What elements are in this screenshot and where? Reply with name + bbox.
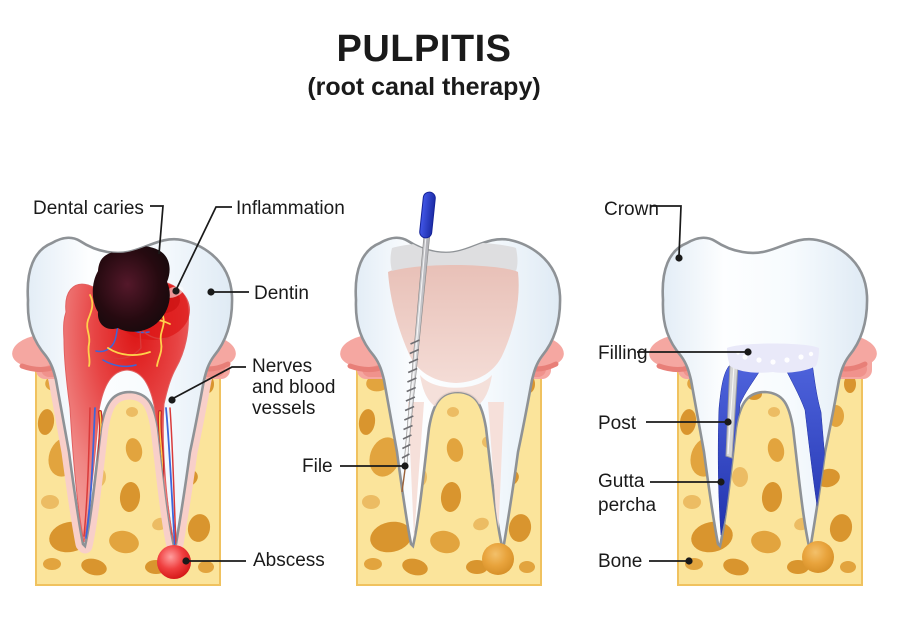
dental-caries-leader bbox=[150, 205, 164, 255]
crown-dot bbox=[675, 254, 683, 262]
inflammation-leader bbox=[175, 206, 232, 291]
label-dentin: Dentin bbox=[254, 283, 309, 304]
granuloma-ball bbox=[802, 541, 834, 573]
diagram-header: PULPITIS (root canal therapy) bbox=[0, 28, 848, 102]
page-subtitle: (root canal therapy) bbox=[307, 73, 541, 101]
label-filling: Filling bbox=[598, 343, 648, 364]
granuloma-ball bbox=[482, 543, 514, 575]
file-dot bbox=[401, 462, 409, 470]
filling bbox=[727, 343, 819, 373]
label-file: File bbox=[302, 456, 333, 477]
abscess-dot bbox=[182, 557, 190, 565]
label-nerves: Nerves and blood vessels bbox=[252, 356, 336, 419]
left-root-canal bbox=[408, 402, 424, 538]
dentin-dot bbox=[207, 288, 215, 296]
label-gutta-percha: Gutta percha bbox=[598, 471, 657, 516]
inflammation-dot bbox=[172, 287, 180, 295]
nerves-leader bbox=[171, 366, 246, 400]
filling-dot bbox=[744, 348, 752, 356]
file-highlight bbox=[405, 235, 427, 461]
leader-lines bbox=[150, 205, 752, 565]
post-highlight bbox=[727, 365, 735, 455]
file-serrations bbox=[401, 339, 420, 459]
post-dot bbox=[724, 418, 732, 426]
nerves-dot bbox=[168, 396, 176, 404]
crown-leader bbox=[651, 205, 682, 257]
label-abscess: Abscess bbox=[253, 550, 325, 571]
page-title: PULPITIS bbox=[336, 28, 512, 70]
label-bone: Bone bbox=[598, 551, 643, 572]
root-canal-cleaning-panel bbox=[340, 191, 564, 586]
diseased-tooth-panel bbox=[12, 236, 236, 586]
label-post: Post bbox=[598, 413, 637, 434]
gutta-percha-dot bbox=[717, 478, 725, 486]
label-inflammation: Inflammation bbox=[236, 198, 345, 219]
filling-sparkles bbox=[736, 351, 814, 365]
abscess-ball bbox=[157, 545, 191, 579]
restored-tooth-panel bbox=[649, 236, 877, 586]
bone-dot bbox=[685, 557, 693, 565]
label-dental-caries: Dental caries bbox=[33, 198, 144, 219]
dental-caries-lesion bbox=[92, 245, 170, 332]
label-crown: Crown bbox=[604, 199, 659, 220]
right-root-canal bbox=[488, 402, 504, 541]
file-handle bbox=[419, 191, 436, 239]
